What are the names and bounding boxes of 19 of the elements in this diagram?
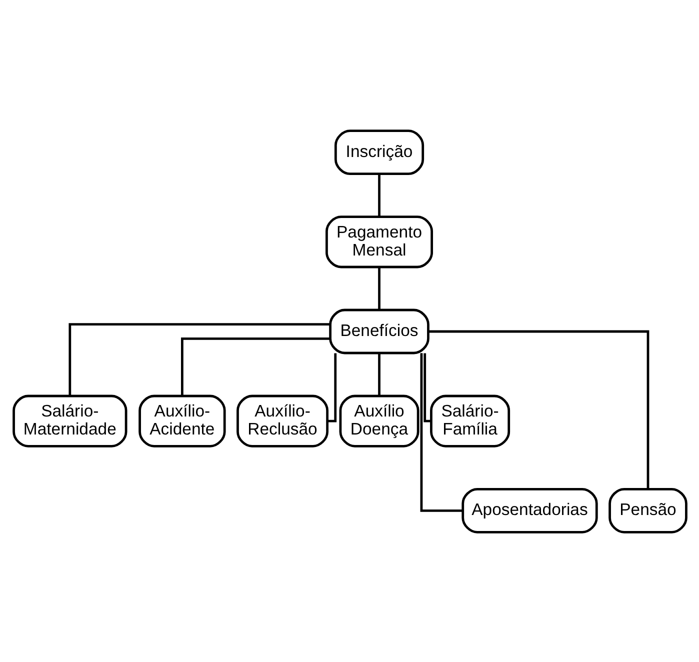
node-box: Auxílio Doença bbox=[338, 394, 419, 447]
connector bbox=[68, 322, 330, 396]
node-box: Salário-Maternidade bbox=[12, 394, 127, 447]
node-box: Pensão bbox=[608, 487, 687, 533]
connector bbox=[428, 330, 649, 489]
node-box: Auxílio-Acidente bbox=[138, 394, 226, 447]
node-box: Aposentadorias bbox=[461, 487, 598, 533]
node-box: Benefícios bbox=[328, 308, 429, 354]
connector bbox=[180, 336, 330, 396]
connector bbox=[378, 174, 380, 216]
connector bbox=[378, 266, 380, 310]
node-box: Salário-Família bbox=[430, 394, 510, 447]
node-box: Auxílio-Reclusão bbox=[236, 394, 328, 447]
connector bbox=[423, 352, 431, 422]
connector bbox=[378, 352, 380, 396]
connector bbox=[420, 352, 462, 512]
node-box: Inscrição bbox=[334, 129, 424, 175]
node-box: Pagamento Mensal bbox=[325, 215, 432, 268]
connector bbox=[327, 352, 336, 422]
